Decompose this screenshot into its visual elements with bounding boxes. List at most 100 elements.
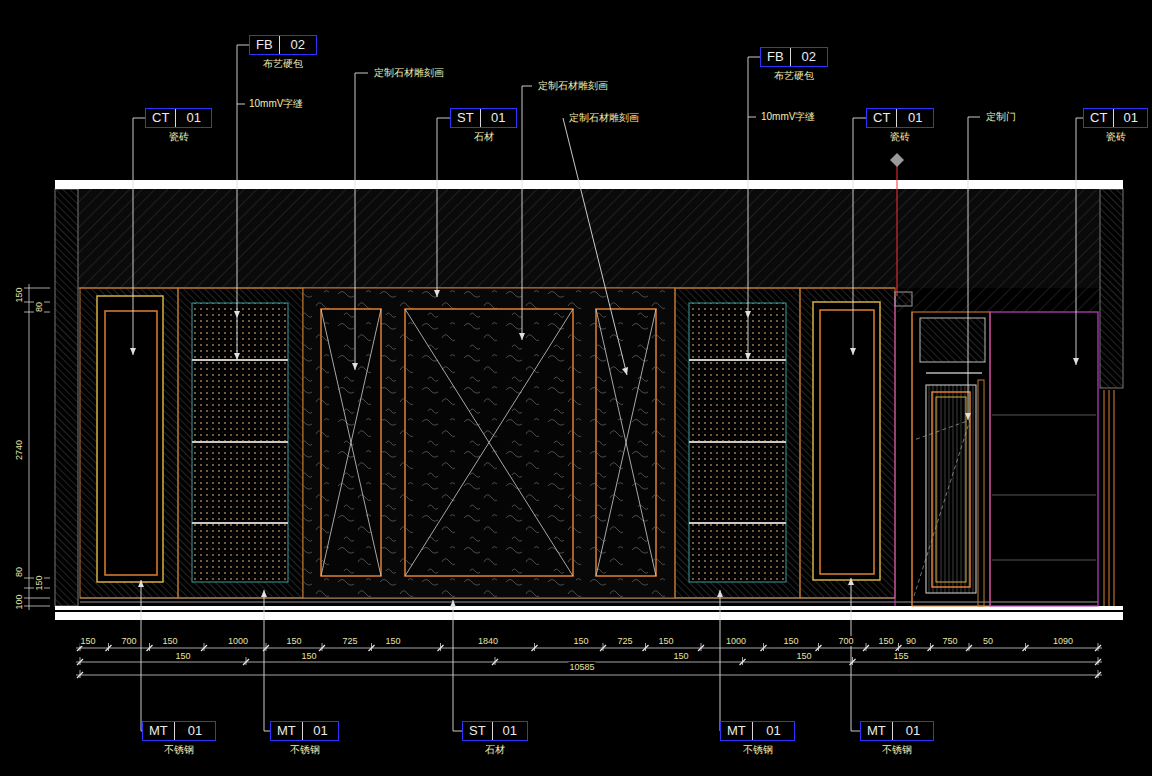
fabric-panel: [675, 288, 800, 598]
dimension-text: 150: [384, 636, 401, 646]
dimension-text: 150: [34, 574, 44, 591]
material-name: 石材: [484, 744, 506, 756]
leader-arrowheads: [622, 367, 628, 375]
material-name: 不锈钢: [163, 744, 195, 756]
dimension-tick: [438, 645, 444, 651]
leader-arrowheads: [519, 333, 525, 340]
material-tag: MT01不锈钢: [860, 721, 934, 741]
leader-lines: [563, 118, 627, 375]
leader-lines: [141, 580, 142, 731]
material-name: 瓷砖: [1105, 131, 1127, 143]
fabric-panel: [689, 359, 786, 361]
annotation-note: 10mmV字缝: [760, 111, 816, 123]
slab-lines: [55, 180, 1123, 189]
material-number: 01: [174, 722, 215, 740]
stone-panel: [405, 309, 573, 576]
leader-arrowheads: [1073, 358, 1079, 365]
dimension-text: 725: [341, 636, 358, 646]
side-columns: [1109, 390, 1110, 606]
stone-panel: [303, 288, 675, 598]
leader-arrowheads: [717, 590, 723, 597]
door-section: [920, 318, 985, 362]
section-marker: [897, 166, 898, 296]
door-section: [895, 292, 912, 306]
slab-lines: [55, 610, 1123, 612]
dimension-text: 700: [837, 636, 854, 646]
door-section: [936, 397, 966, 582]
material-tag: CT01瓷砖: [145, 108, 212, 128]
material-code: ST: [451, 109, 480, 127]
material-number: 01: [892, 722, 933, 740]
dimension-text: 80: [34, 301, 44, 313]
leader-arrowheads: [850, 348, 856, 355]
dimension-text: 150: [672, 651, 689, 661]
door-section: [926, 385, 976, 593]
stone-panel: [321, 309, 381, 576]
leader-arrowheads: [261, 590, 267, 597]
leader-lines: [748, 57, 760, 360]
stone-panel: [321, 309, 381, 576]
dimension-text: 150: [14, 286, 24, 303]
fabric-panel: [689, 522, 786, 524]
leader-lines: [237, 104, 245, 105]
side-columns: [55, 189, 1123, 606]
dimension-text: 700: [120, 636, 137, 646]
ct-panel: [800, 288, 895, 598]
dimension-tick: [600, 645, 606, 651]
material-name: 瓷砖: [168, 131, 190, 143]
stone-panel: [405, 309, 573, 576]
leader-lines: [437, 118, 450, 297]
material-name: 不锈钢: [881, 744, 913, 756]
dimension-line: [76, 648, 1102, 649]
section-marker: [890, 153, 904, 167]
dimension-tick: [106, 645, 112, 651]
dimension-tick: [532, 645, 538, 651]
stone-panel: [596, 309, 656, 576]
stone-panel: [596, 309, 656, 576]
annotation-note: 定制门: [985, 111, 1017, 123]
material-code: CT: [146, 109, 175, 127]
material-tag: MT01不锈钢: [142, 721, 216, 741]
dimension-text: 150: [877, 636, 894, 646]
material-code: CT: [1084, 109, 1113, 127]
vertical-dimension: [24, 606, 50, 607]
door-section: [932, 392, 970, 587]
door-section: [992, 415, 1096, 416]
stone-panel: [321, 309, 381, 576]
leader-arrowheads: [130, 290, 1079, 607]
dimension-text: 1840: [477, 636, 499, 646]
stone-panel: [405, 309, 573, 576]
vertical-dimension: [24, 288, 50, 289]
material-name: 布艺硬包: [262, 58, 304, 70]
dimension-tick: [147, 645, 153, 651]
material-code: FB: [250, 36, 279, 54]
material-name: 瓷砖: [889, 131, 911, 143]
door-section: [990, 312, 1098, 606]
material-number: 01: [302, 722, 338, 740]
material-code: FB: [761, 48, 790, 66]
ct-panel: [813, 302, 880, 580]
dimension-text: 150: [657, 636, 674, 646]
ceiling-band: [78, 189, 1100, 288]
ct-panel: [97, 296, 163, 582]
dimension-tick: [928, 645, 934, 651]
dimension-tick: [263, 645, 269, 651]
dimension-tick: [1095, 645, 1101, 651]
material-name: 布艺硬包: [773, 70, 815, 82]
material-number: 02: [279, 36, 316, 54]
dimension-tick: [77, 672, 83, 678]
ct-panel: [80, 288, 178, 598]
fabric-panel: [178, 288, 303, 598]
fabric-panel: [178, 288, 303, 598]
dimension-text: 725: [616, 636, 633, 646]
material-tag: ST01石材: [450, 108, 517, 128]
horizontal-dimension: [76, 643, 1102, 678]
fabric-panel: [192, 441, 288, 443]
dimension-tick: [1095, 672, 1101, 678]
leader-lines: [853, 118, 866, 355]
leader-arrowheads: [450, 600, 456, 607]
dimension-text: 1000: [725, 636, 747, 646]
dimension-text: 10585: [568, 662, 595, 672]
material-number: 01: [1113, 109, 1147, 127]
dimension-tick: [740, 659, 746, 665]
